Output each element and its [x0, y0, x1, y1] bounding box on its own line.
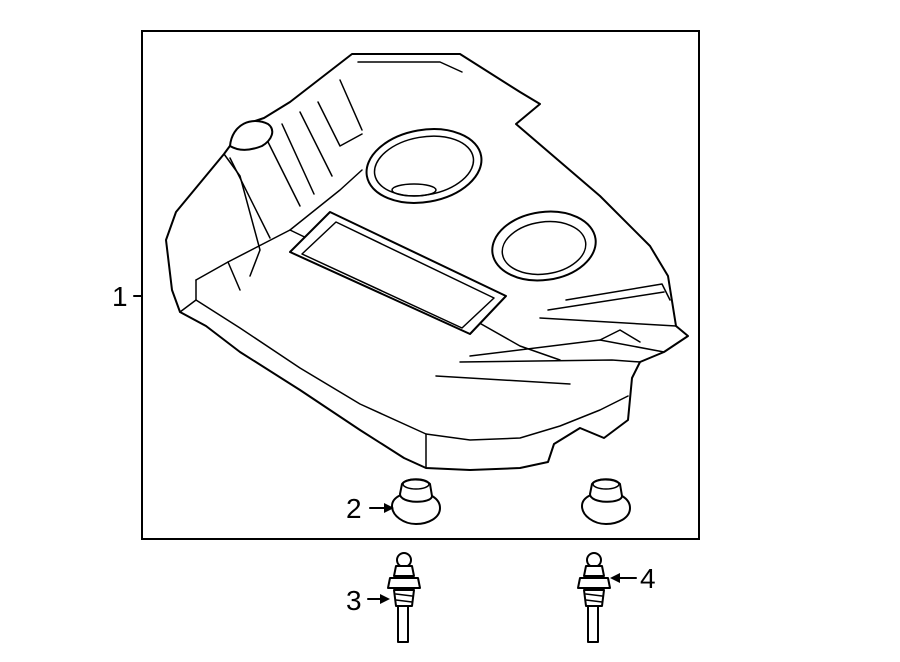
leader-arrow-4 — [610, 573, 637, 583]
grommet-left[interactable] — [391, 478, 441, 525]
grommet-right[interactable] — [581, 478, 631, 525]
leader-arrow-2 — [369, 503, 394, 513]
leader-arrow-3 — [367, 594, 390, 604]
callout-4: 4 — [640, 563, 656, 594]
callout-2: 2 — [346, 493, 362, 524]
assembly-frame — [141, 30, 700, 540]
stud-left[interactable] — [387, 552, 421, 643]
stud-right[interactable] — [577, 552, 611, 643]
callout-3: 3 — [346, 585, 362, 616]
engine-cover[interactable] — [165, 53, 689, 471]
callout-1: 1 — [112, 281, 128, 312]
